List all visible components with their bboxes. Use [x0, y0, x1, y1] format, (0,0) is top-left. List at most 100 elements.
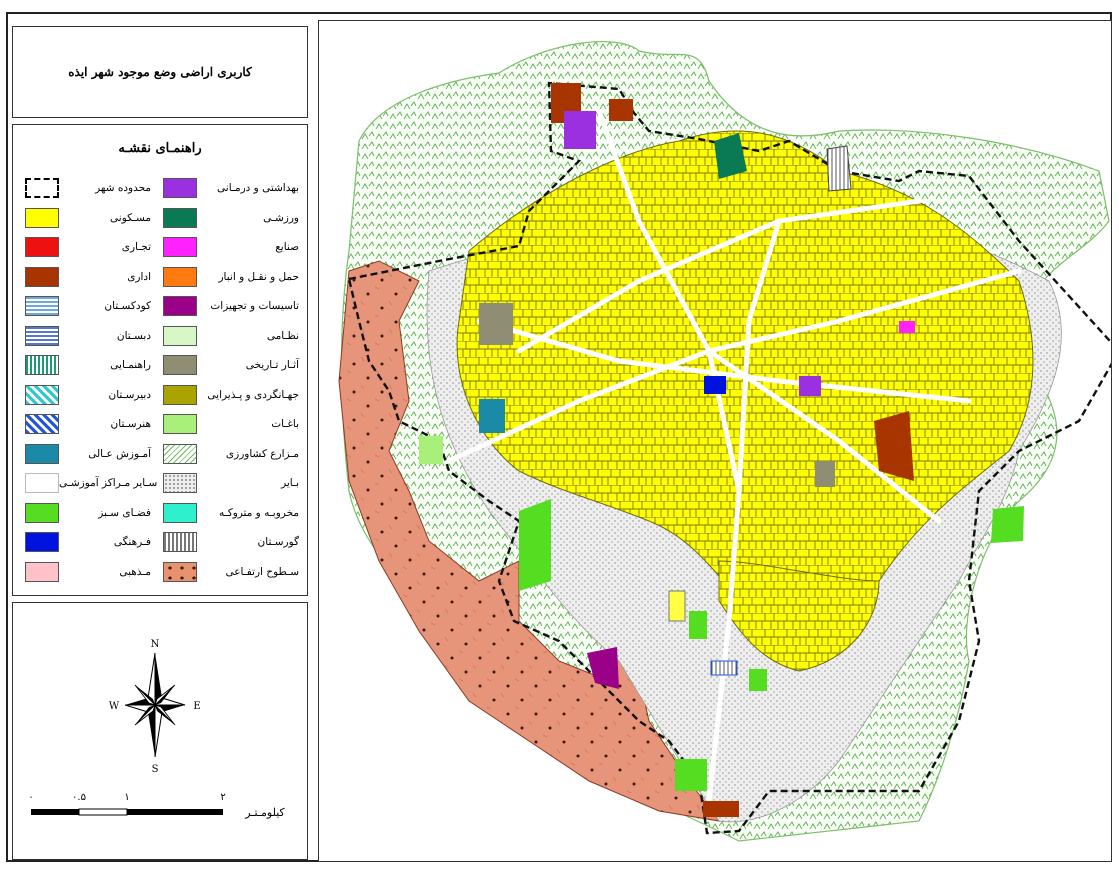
legend-item: آمـوزش عـالی — [25, 443, 159, 465]
scale-unit: کیلومـتـر — [244, 806, 285, 819]
title-box: کاربری اراضی وضع موجود شهر ایذه — [12, 26, 308, 118]
legend-swatch — [25, 296, 59, 316]
legend-label: سـطوح ارتفـاعی — [225, 565, 299, 578]
parcel-administrative-3 — [874, 411, 914, 481]
scale-tick-0: ۰ — [28, 792, 33, 803]
legend-swatch — [25, 237, 59, 257]
legend-box: راهنمـای نقشـه محدوده شهر مسـکونی تجـاری اد… — [12, 124, 308, 596]
legend-item: اداری — [25, 266, 159, 288]
south-label: S — [152, 764, 159, 775]
legend-item: محدوده شهر — [25, 177, 159, 199]
legend-label: صنایع — [275, 241, 299, 253]
legend-item: کودکسـتان — [25, 295, 159, 317]
parcel-administrative-2 — [609, 99, 633, 121]
legend-label: محدوده شهر — [95, 182, 151, 194]
legend-item: مـزارع کشاورزی — [163, 443, 305, 465]
legend-item: باغـات — [163, 413, 305, 435]
left-panel: کاربری اراضی وضع موجود شهر ایذه راهنمـای… — [12, 22, 308, 862]
land-use-map — [338, 41, 1111, 842]
scale-tick-05: ۰.۵ — [72, 792, 86, 803]
legend-label: سـایر مـراکز آموزشـی — [59, 477, 158, 489]
legend-item: مـذهبی — [25, 561, 159, 583]
legend-label: گورسـتان — [257, 536, 299, 548]
legend-item: مخروبـه و متروکـه — [163, 502, 305, 524]
legend-swatch — [25, 561, 59, 582]
legend-item: تجـاری — [25, 236, 159, 258]
legend-swatch — [25, 502, 59, 523]
legend-item: آثـار تـاریخی — [163, 354, 305, 376]
parcel-health — [564, 111, 596, 149]
legend-swatch — [163, 561, 197, 582]
legend-item: هنرسـتان — [25, 413, 159, 435]
legend-swatch — [163, 296, 197, 316]
legend-item: گورسـتان — [163, 531, 305, 553]
legend-swatch — [25, 473, 59, 493]
legend-swatch — [25, 178, 59, 198]
legend-item: سـطوح ارتفـاعی — [163, 561, 305, 583]
legend-item: حمل و نقـل و انبار — [163, 266, 305, 288]
scale-bar: ۰ ۰.۵ ۱ ۲ کیلومـتـر — [28, 792, 285, 819]
legend-title: راهنمـای نقشـه — [118, 141, 202, 156]
parcel-historical — [479, 303, 513, 345]
legend-item: دبیرسـتان — [25, 384, 159, 406]
legend-swatch — [163, 473, 197, 493]
legend-label: باغـات — [271, 418, 299, 430]
scale-tick-1: ۱ — [124, 792, 129, 803]
legend-label: نظـامی — [266, 329, 299, 342]
legend-item: فضـای سـبز — [25, 502, 159, 524]
legend-label: آمـوزش عـالی — [88, 447, 151, 460]
legend-swatch — [25, 532, 59, 552]
legend-swatch — [163, 237, 197, 257]
parcel-higher-education — [479, 399, 505, 433]
legend-swatch — [25, 325, 59, 346]
legend-swatch — [163, 325, 197, 346]
legend-item: سـایر مـراکز آموزشـی — [25, 472, 159, 494]
residential-south — [718, 560, 880, 672]
parcel-cemetery — [826, 145, 852, 192]
legend-label: راهنمـایی — [110, 359, 151, 371]
legend-swatch — [163, 502, 197, 523]
legend-item: بهداشتی و درمـانی — [163, 177, 305, 199]
legend-item: تاسیسات و تجهیزات — [163, 295, 305, 317]
legend-swatch — [25, 414, 59, 434]
parcel-orchard — [419, 436, 443, 464]
legend-label: دبیرسـتان — [108, 388, 151, 401]
legend-label: کودکسـتان — [104, 300, 151, 312]
legend-swatch — [163, 355, 197, 375]
legend-label: تاسیسات و تجهیزات — [210, 300, 299, 312]
parcel-sports — [714, 133, 747, 179]
legend-item: نظـامی — [163, 325, 305, 347]
parcel-green-space-4 — [749, 669, 767, 691]
legend-item: صنایع — [163, 236, 305, 258]
city-boundary — [347, 81, 1111, 835]
legend-item: مسـکونی — [25, 207, 159, 229]
legend-label: تجـاری — [121, 241, 151, 253]
map-canvas — [318, 20, 1112, 862]
legend-swatch — [163, 414, 197, 434]
parcel-residential — [668, 590, 686, 622]
legend-label: بـایر — [281, 477, 299, 489]
legend-swatch — [163, 384, 197, 405]
legend-swatch — [25, 207, 59, 228]
scale-tick-2: ۲ — [220, 792, 225, 803]
legend-swatch — [25, 355, 59, 375]
legend-item: جهـانگردی و پـذیرایی — [163, 384, 305, 406]
north-label: N — [151, 639, 160, 650]
north-scale-box: N S W E ۰ ۰.۵ ۱ ۲ کیلومـتـر — [12, 602, 308, 860]
road-network — [446, 108, 1022, 804]
west-label: W — [109, 701, 120, 712]
legend-label: فـرهنگی — [113, 536, 151, 548]
legend-label: اداری — [127, 270, 151, 283]
legend-swatch — [163, 207, 197, 228]
north-arrow-graphic: N S W E ۰ ۰.۵ ۱ ۲ کیلومـتـر — [28, 639, 285, 819]
legend-swatch — [163, 532, 197, 552]
legend-item: راهنمـایی — [25, 354, 159, 376]
legend-swatch — [25, 266, 59, 287]
parcel-green-space-3 — [675, 759, 707, 791]
legend-swatch — [25, 384, 59, 405]
compass-icon — [124, 652, 186, 758]
legend-swatch — [25, 443, 59, 464]
legend-item: بـایر — [163, 472, 305, 494]
parcel-green-space-5 — [689, 611, 707, 639]
parcel-installations — [587, 647, 619, 689]
